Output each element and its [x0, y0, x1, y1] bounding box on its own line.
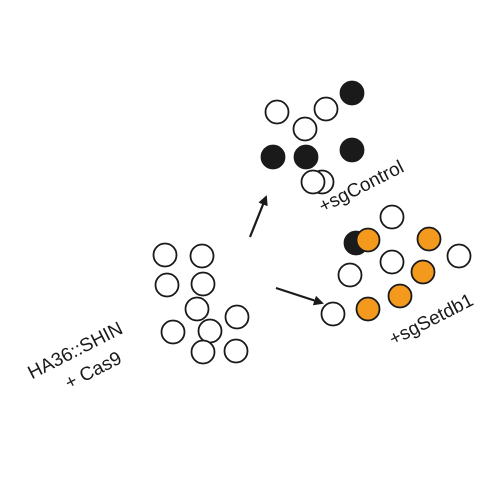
- start-cell-empty: [190, 271, 216, 297]
- setdb1-cell-orange: [355, 227, 381, 253]
- setdb1-cell-empty: [379, 249, 405, 275]
- setdb1-cell-group: [320, 204, 472, 327]
- arrow-to-setdb1: [275, 286, 324, 306]
- setdb1-cell-orange: [416, 226, 442, 252]
- start-cell-empty: [160, 319, 186, 345]
- setdb1-cell-orange: [387, 283, 413, 309]
- control-cell-group: [260, 80, 369, 256]
- control-cell-dark: [339, 80, 365, 106]
- setdb1-cell-empty: [446, 243, 472, 269]
- start-cell-empty: [189, 243, 215, 269]
- control-cell-dark: [339, 137, 365, 163]
- control-cell-empty: [300, 169, 326, 195]
- setdb1-cell-empty: [320, 301, 346, 327]
- setdb1-cell-empty: [337, 262, 363, 288]
- control-cell-empty: [313, 96, 339, 122]
- start-cell-empty: [223, 338, 249, 364]
- setdb1-cell-empty: [379, 204, 405, 230]
- start-cell-empty: [154, 272, 180, 298]
- setdb1-cell-orange: [355, 296, 381, 322]
- start-cell-group: [152, 242, 250, 365]
- start-cell-empty: [184, 296, 210, 322]
- control-cell-empty: [264, 99, 290, 125]
- setdb1-cell-orange: [410, 259, 436, 285]
- start-cell-empty: [197, 318, 223, 344]
- control-cell-dark: [293, 144, 319, 170]
- start-cell-empty: [152, 242, 178, 268]
- control-cell-empty: [292, 116, 318, 142]
- control-cell-dark: [260, 144, 286, 170]
- start-cell-empty: [190, 339, 216, 365]
- arrow-to-control: [248, 195, 268, 238]
- start-cell-empty: [224, 304, 250, 330]
